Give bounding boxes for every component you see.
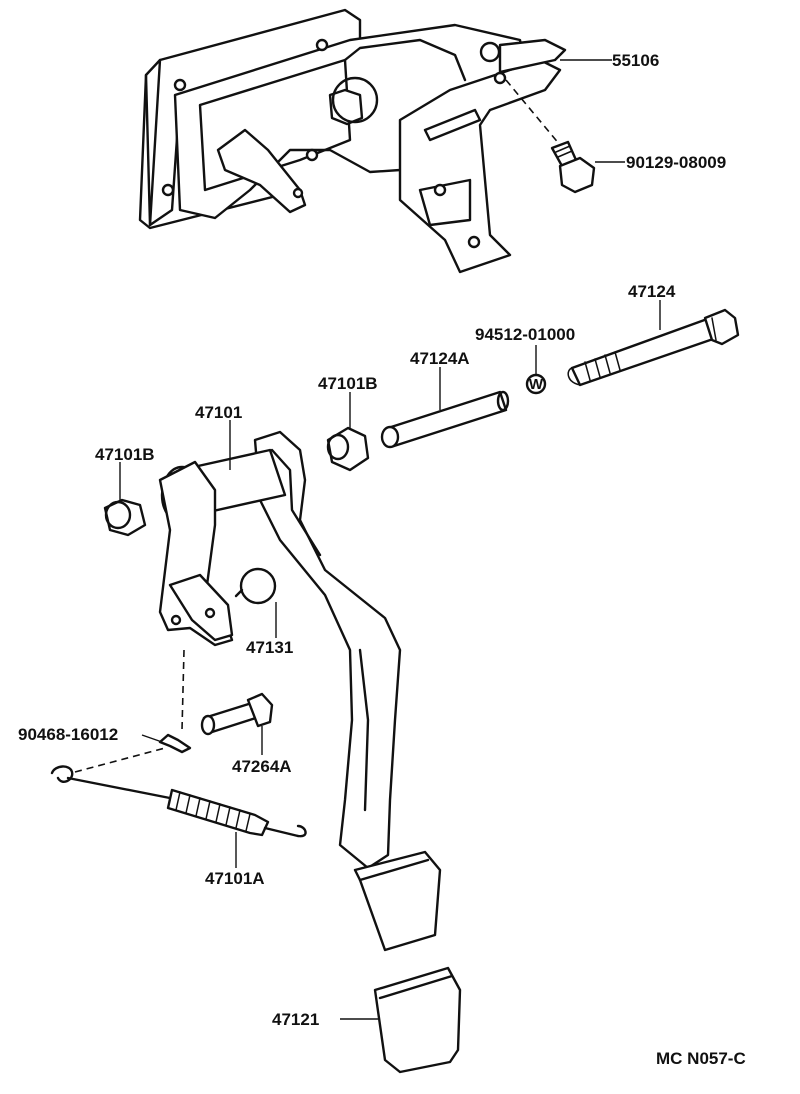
pedal-arm-47101 (158, 430, 442, 952)
sleeve-47124A (380, 390, 510, 449)
pedal-pad-47121 (373, 966, 462, 1074)
label-47101A: 47101A (205, 869, 265, 888)
label-47124A: 47124A (410, 349, 470, 368)
label-94512-01000: 94512-01000 (475, 325, 575, 344)
label-47121: 47121 (272, 1010, 319, 1029)
label-47124: 47124 (628, 282, 676, 301)
label-47101: 47101 (195, 403, 242, 422)
washer-94512: W (525, 373, 547, 395)
spring-47101A (50, 747, 307, 838)
label-90129-08009: 90129-08009 (626, 153, 726, 172)
label-90468-16012: 90468-16012 (18, 725, 118, 744)
label-47131: 47131 (246, 638, 293, 657)
leader-lines (119, 59, 661, 1020)
bolt-47124 (567, 308, 740, 387)
reference-code: MC N057-C (656, 1049, 746, 1068)
clip-90468 (158, 649, 192, 754)
bushing-47101B-left (103, 498, 147, 537)
pedal-support-bracket (138, 8, 567, 274)
stopper-47131 (234, 567, 277, 605)
label-47101B-top: 47101B (318, 374, 378, 393)
bushing-47101B-right (326, 426, 370, 472)
label-55106: 55106 (612, 51, 659, 70)
bolt-90129 (505, 79, 596, 194)
label-47101B-left: 47101B (95, 445, 155, 464)
washer-mark: W (529, 376, 544, 393)
part-labels: 55106 90129-08009 47124 94512-01000 4712… (18, 51, 746, 1068)
pin-47264A (200, 692, 274, 736)
label-47264A: 47264A (232, 757, 292, 776)
